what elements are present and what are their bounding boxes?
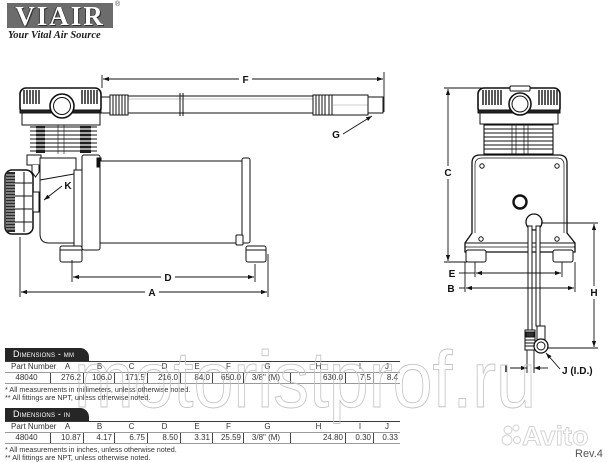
header-b: B [96,362,103,371]
header-i: I [358,422,362,431]
cell-a: 10.87 [51,433,84,443]
front-view [464,85,576,354]
header-g: G [264,422,271,431]
logo-wordmark: VIAIR [15,1,105,31]
compressor-head [19,87,102,126]
table-title-in: Dimensions - in [5,408,89,421]
note-measurements: * All measurements in inches, unless oth… [5,445,177,454]
registered-mark: ® [115,1,121,8]
revision-label: Rev.4 [575,448,603,460]
cell-f: 650.0 [213,373,244,383]
side-view-labels: F G K D A [64,73,340,299]
ring-terminal [533,325,549,354]
power-leads [524,213,549,354]
mounting-feet [59,245,267,263]
cell-i: 0.30 [346,433,374,443]
header-b: B [96,422,103,431]
table-notes-in: * All measurements in inches, unless oth… [5,446,400,461]
table-title-mm: Dimensions - mm [5,348,89,361]
cell-b: 4.17 [84,433,115,443]
air-hose [128,93,313,116]
cell-h: 24.80 [291,433,346,443]
head-fitting [100,94,129,116]
cell-g: 3/8" (M) [244,433,291,443]
side-view [4,87,384,263]
table-notes-mm: * All measurements in millimeters, unles… [5,386,400,401]
dimension-label-f: F [242,75,248,86]
header-e: E [194,422,200,431]
front-motor-housing [464,154,576,253]
front-view-labels: C E B H I J (I.D.) [441,166,601,377]
dimension-label-j: J (I.D.) [562,366,593,377]
cell-h: 630.0 [291,373,346,383]
cell-f: 25.59 [213,433,244,443]
cell-c: 6.75 [115,433,148,443]
header-c: C [128,362,135,371]
header-j: J [385,362,389,371]
air-filter [4,169,40,235]
note-fittings: ** All fittings are NPT, unless otherwis… [5,392,151,402]
dimension-label-i: I [505,364,508,375]
header-h: H [315,362,322,371]
header-c: C [128,422,135,431]
front-compressor-head [477,85,561,125]
note-measurements: * All measurements in millimeters, unles… [5,385,191,394]
header-e: E [194,362,200,371]
cell-e: 84.0 [181,373,213,383]
dimension-label-a: A [148,288,155,299]
motor [81,154,251,251]
header-f: F [226,362,231,371]
header-h: H [315,422,322,431]
cell-c: 171.5 [115,373,148,383]
cooling-fins [30,125,97,154]
note-fittings: ** All fittings are NPT, unless otherwis… [5,452,151,462]
divider [5,421,400,422]
dimension-label-b: B [447,284,454,295]
cell-a: 276.2 [51,373,84,383]
header-f: F [226,422,231,431]
brand-tagline: Your Vital Air Source [8,30,101,41]
header-d: D [161,422,168,431]
header-d: D [161,362,168,371]
header-i: I [358,362,362,371]
dimensions-table-mm: Dimensions - mm Part Number A B C D E F … [5,348,400,401]
dimension-label-c: C [444,168,451,179]
cell-part-number: 48040 [5,373,51,383]
divider [5,361,400,362]
table-row: 48040 276.2 106.0 171.5 216.0 84.0 650.0… [5,373,400,384]
viair-logo: VIAIR [7,1,113,31]
cell-d: 8.50 [148,433,181,443]
crank-housing [26,154,83,248]
table-header-row: Part Number A B C D E F G H I J [5,422,400,433]
cell-b: 106.0 [84,373,115,383]
dimensions-table-in: Dimensions - in Part Number A B C D E F … [5,408,400,461]
dimension-label-d: D [164,273,171,284]
header-j: J [385,422,389,431]
cell-g: 3/8" (M) [244,373,291,383]
table-header-row: Part Number A B C D E F G H I J [5,362,400,373]
header-a: A [64,362,71,371]
cell-j: 0.33 [382,433,398,442]
dimension-label-k: K [64,181,72,192]
dimension-label-g: G [332,130,340,141]
header-part-number: Part Number [11,422,57,431]
header-part-number: Part Number [11,362,57,371]
cell-j: 8.4 [386,373,398,382]
cell-part-number: 48040 [5,433,51,443]
front-mounting-feet [465,249,574,263]
table-row: 48040 10.87 4.17 6.75 8.50 3.31 25.59 3/… [5,433,400,444]
front-cooling-fins [483,124,554,155]
dimension-label-e: E [449,269,456,280]
hose-end-fitting [312,94,384,116]
cell-e: 3.31 [181,433,213,443]
dimension-label-h: H [590,288,597,299]
cell-d: 216.0 [148,373,181,383]
blade-connector [524,329,536,351]
cell-i: 7.5 [346,373,374,383]
header-g: G [264,362,271,371]
header-a: A [64,422,71,431]
